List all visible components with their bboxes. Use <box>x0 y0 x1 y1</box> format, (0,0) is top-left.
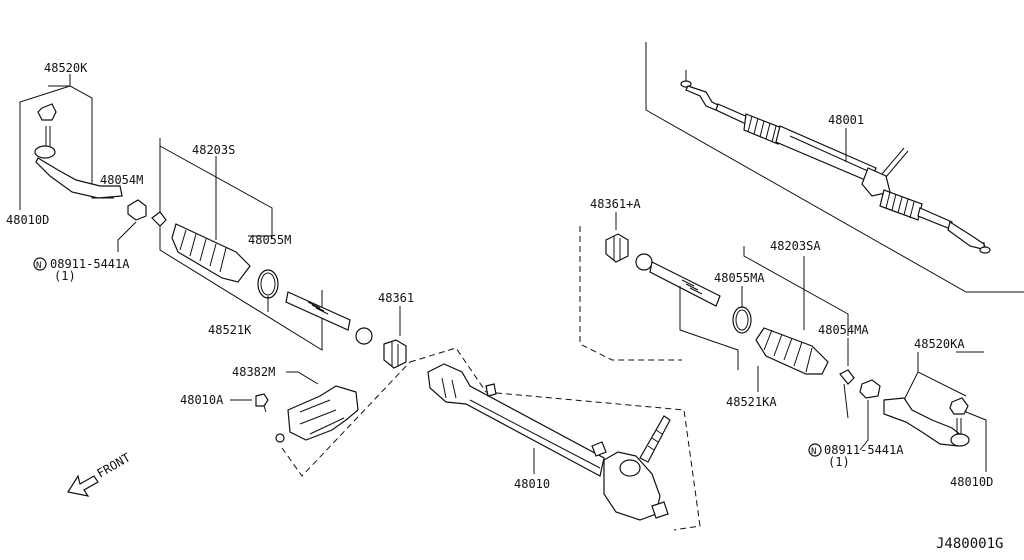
label-qty-left: (1) <box>54 269 76 283</box>
label-48361: 48361 <box>378 291 414 305</box>
bushing-48361: 48361 <box>378 291 414 369</box>
label-48361A: 48361+A <box>590 197 641 211</box>
n-symbol-right: N <box>811 447 816 457</box>
label-48010D-left: 48010D <box>6 213 49 227</box>
n-symbol-left: N <box>36 261 41 271</box>
label-08911-right: 08911-5441A <box>824 443 904 457</box>
jam-nut-left: N 08911-5441A (1) <box>33 199 147 283</box>
label-48010D-right: 48010D <box>950 475 993 489</box>
label-48520K: 48520K <box>44 61 88 75</box>
label-48203S: 48203S <box>192 143 235 157</box>
diagram-id: J480001G <box>936 536 1003 552</box>
gear-housing-48010: 48010 <box>281 347 701 531</box>
label-48382M: 48382M <box>232 365 275 379</box>
label-48521KA: 48521KA <box>726 395 777 409</box>
label-48203SA: 48203SA <box>770 239 821 253</box>
front-label: FRONT <box>95 450 133 480</box>
left-tie-rod-end-group: 48520K 48010D <box>6 61 123 227</box>
label-48520KA: 48520KA <box>914 337 965 351</box>
label-48054M: 48054M <box>100 173 143 187</box>
label-48001: 48001 <box>828 113 864 127</box>
label-48055MA: 48055MA <box>714 271 765 285</box>
label-48055M: 48055M <box>248 233 291 247</box>
right-tie-rod-end-group: 48520KA 48010D <box>883 337 993 489</box>
label-48054MA: 48054MA <box>818 323 869 337</box>
left-boot-group: 48054M 48203S 48055M 48521K <box>100 138 373 351</box>
label-08911-left: 08911-5441A <box>50 257 130 271</box>
bolt-48010A: 48010A <box>180 393 269 413</box>
jam-nut-right: N 08911-5441A (1) <box>808 379 904 469</box>
label-48521K: 48521K <box>208 323 252 337</box>
front-direction-indicator: FRONT <box>67 450 133 497</box>
right-boot-group: 48203SA 48055MA 48054MA 48521KA <box>635 239 869 419</box>
label-48010A: 48010A <box>180 393 224 407</box>
bushing-48361A: 48361+A <box>579 197 682 361</box>
label-qty-right: (1) <box>828 455 850 469</box>
label-48010: 48010 <box>514 477 550 491</box>
steering-gear-assembly-48001: 48001 <box>645 42 1024 293</box>
mounting-insulator-48382M: 48382M <box>232 365 359 443</box>
